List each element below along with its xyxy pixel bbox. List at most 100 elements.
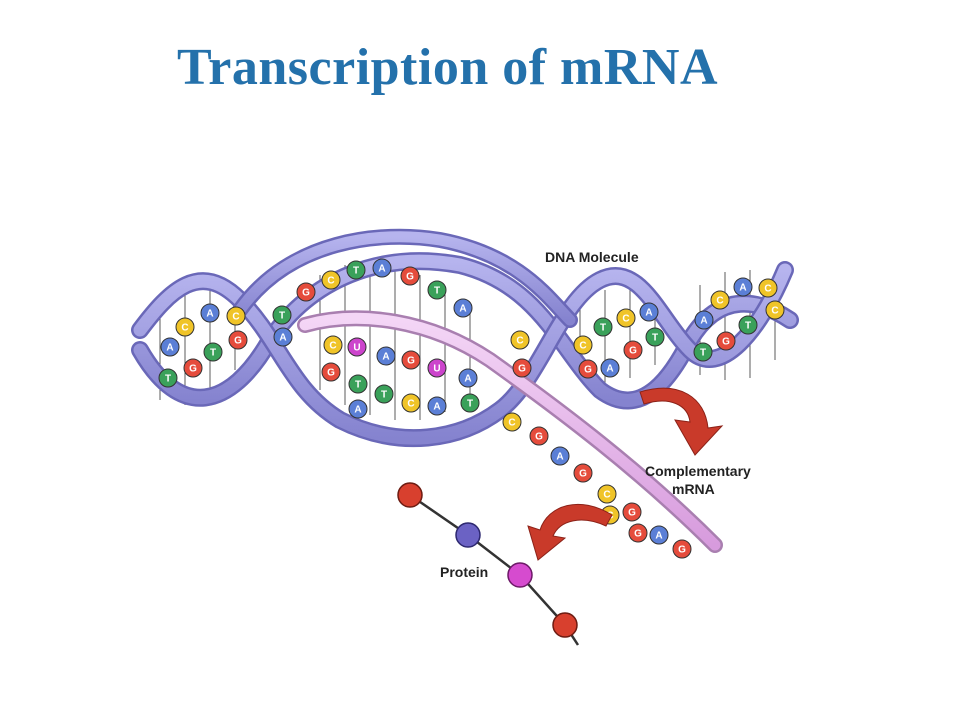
nucleotide-g (183, 358, 203, 378)
nucleotide-letter: A (354, 405, 361, 416)
nucleotide-letter: C (579, 341, 586, 352)
nucleotide-letter: C (508, 418, 515, 429)
nucleotide-g (400, 266, 420, 286)
nucleotide-letter: C (329, 341, 336, 352)
nucleotide-t (645, 327, 665, 347)
nucleotide-t (427, 280, 447, 300)
nucleotide-g (716, 331, 736, 351)
nucleotide-a (550, 446, 570, 466)
nucleotide-c (321, 270, 341, 290)
nucleotide-letter: A (700, 316, 707, 327)
nucleotide-letter: A (739, 283, 746, 294)
amino-acid-red-2 (552, 612, 578, 638)
nucleotide-letter: T (467, 399, 473, 410)
nucleotide-c (175, 317, 195, 337)
nucleotide-c (226, 306, 246, 326)
nucleotide-letter: T (600, 323, 606, 334)
nucleotide-a (694, 310, 714, 330)
nucleotide-c (323, 335, 343, 355)
nucleotide-g (628, 523, 648, 543)
nucleotide-a (733, 277, 753, 297)
nucleotide-t (738, 315, 758, 335)
nucleotide-letter: T (381, 390, 387, 401)
nucleotide-letter: C (516, 336, 523, 347)
nucleotide-letter: G (678, 545, 686, 556)
nucleotide-t (203, 342, 223, 362)
nucleotide-letter: G (579, 469, 587, 480)
nucleotide-g (573, 463, 593, 483)
nucleotide-g (622, 502, 642, 522)
nucleotide-letter: G (189, 364, 197, 375)
nucleotide-g (296, 282, 316, 302)
nucleotide-letter: A (459, 304, 466, 315)
nucleotide-letter: G (535, 432, 543, 443)
nucleotide-letter: A (378, 264, 385, 275)
nucleotide-c (597, 484, 617, 504)
nucleotide-letter: T (353, 266, 359, 277)
nucleotide-g (529, 426, 549, 446)
nucleotide-letter: A (464, 374, 471, 385)
nucleotide-letter: A (606, 364, 613, 375)
protein-chain (397, 482, 580, 646)
nucleotide-t (348, 374, 368, 394)
nucleotide-letter: T (652, 333, 658, 344)
nucleotide-letter: A (556, 452, 563, 463)
nucleotide-letter: G (234, 336, 242, 347)
nucleotide-c (616, 308, 636, 328)
nucleotide-letter: G (629, 346, 637, 357)
nucleotide-letter: C (327, 276, 334, 287)
nucleotide-letter: A (206, 309, 213, 320)
nucleotide-t (346, 260, 366, 280)
arrow-to-mrna (639, 387, 724, 456)
nucleotide-letter: G (722, 337, 730, 348)
nucleotide-a (200, 303, 220, 323)
dna-molecule-label: DNA Molecule (545, 249, 639, 265)
nucleotide-letter: G (407, 356, 415, 367)
nucleotide-letter: T (700, 348, 706, 359)
nucleotide-a (458, 368, 478, 388)
nucleotide-letter: U (353, 343, 360, 354)
nucleotide-letter: A (279, 333, 286, 344)
nucleotide-letter: C (603, 490, 610, 501)
nucleotide-g (623, 340, 643, 360)
amino-acid-magenta (507, 562, 533, 588)
nucleotide-g (321, 362, 341, 382)
complementary-label: Complementary (645, 463, 751, 479)
nucleotide-letter: C (716, 296, 723, 307)
nucleotide-t (593, 317, 613, 337)
nucleotide-letter: A (433, 402, 440, 413)
nucleotide-t (374, 384, 394, 404)
nucleotide-letter: T (434, 286, 440, 297)
nucleotide-c (573, 335, 593, 355)
nucleotide-bases: ACCATGTGTGCTAGTAACUAGUAGTATCATCGCGAGCCGG… (158, 258, 785, 559)
mrna-label: mRNA (672, 481, 715, 497)
nucleotide-a (273, 327, 293, 347)
nucleotide-letter: U (433, 364, 440, 375)
nucleotide-letter: C (622, 314, 629, 325)
nucleotide-letter: T (279, 311, 285, 322)
nucleotide-letter: G (584, 365, 592, 376)
nucleotide-t (158, 368, 178, 388)
nucleotide-letter: T (210, 348, 216, 359)
nucleotide-a (649, 525, 669, 545)
nucleotide-a (376, 346, 396, 366)
nucleotide-t (272, 305, 292, 325)
nucleotide-a (427, 396, 447, 416)
nucleotide-letter: C (764, 284, 771, 295)
nucleotide-t (460, 393, 480, 413)
nucleotide-c (502, 412, 522, 432)
nucleotide-g (401, 350, 421, 370)
nucleotide-a (348, 399, 368, 419)
nucleotide-c (710, 290, 730, 310)
nucleotide-letter: A (166, 343, 173, 354)
amino-acid-red-1 (397, 482, 423, 508)
nucleotide-g (672, 539, 692, 559)
nucleotide-a (160, 337, 180, 357)
nucleotide-letter: C (181, 323, 188, 334)
nucleotide-letter: A (382, 352, 389, 363)
nucleotide-g (512, 358, 532, 378)
nucleotide-letter: G (406, 272, 414, 283)
protein-label: Protein (440, 564, 488, 580)
nucleotide-t (693, 342, 713, 362)
